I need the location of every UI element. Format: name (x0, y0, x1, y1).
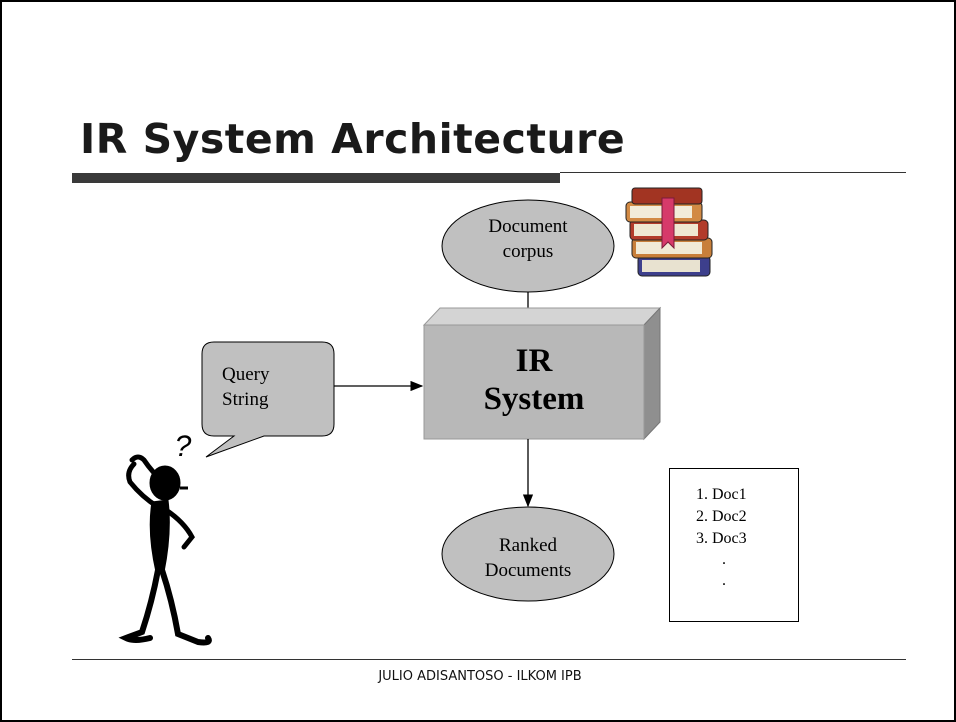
query-string-callout (201, 341, 335, 458)
ranked-documents-node (441, 506, 615, 602)
list-item: 3. Doc3 (696, 530, 747, 547)
page-title: IR System Architecture (80, 115, 626, 163)
ranked-documents-label: Ranked Documents (484, 535, 572, 581)
footer-text: JULIO ADISANTOSO - ILKOM IPB (378, 669, 582, 684)
result-list-box: 1. Doc1 2. Doc2 3. Doc3 . . (669, 468, 799, 622)
footer-divider (72, 659, 906, 660)
list-item: . (722, 572, 726, 589)
confused-person-icon (118, 454, 212, 646)
list-item: . (722, 551, 726, 568)
title-underline-thin (560, 172, 906, 173)
ir-system-label: IR System (483, 343, 585, 417)
title-underline-thick (72, 173, 560, 183)
list-item: 1. Doc1 (696, 486, 747, 503)
ir-system-node (422, 306, 662, 441)
books-icon (625, 187, 713, 277)
question-mark: ? (174, 430, 192, 463)
query-string-label: Query String (222, 364, 270, 410)
document-corpus-label: Document corpus (488, 216, 568, 262)
list-item: 2. Doc2 (696, 508, 747, 525)
